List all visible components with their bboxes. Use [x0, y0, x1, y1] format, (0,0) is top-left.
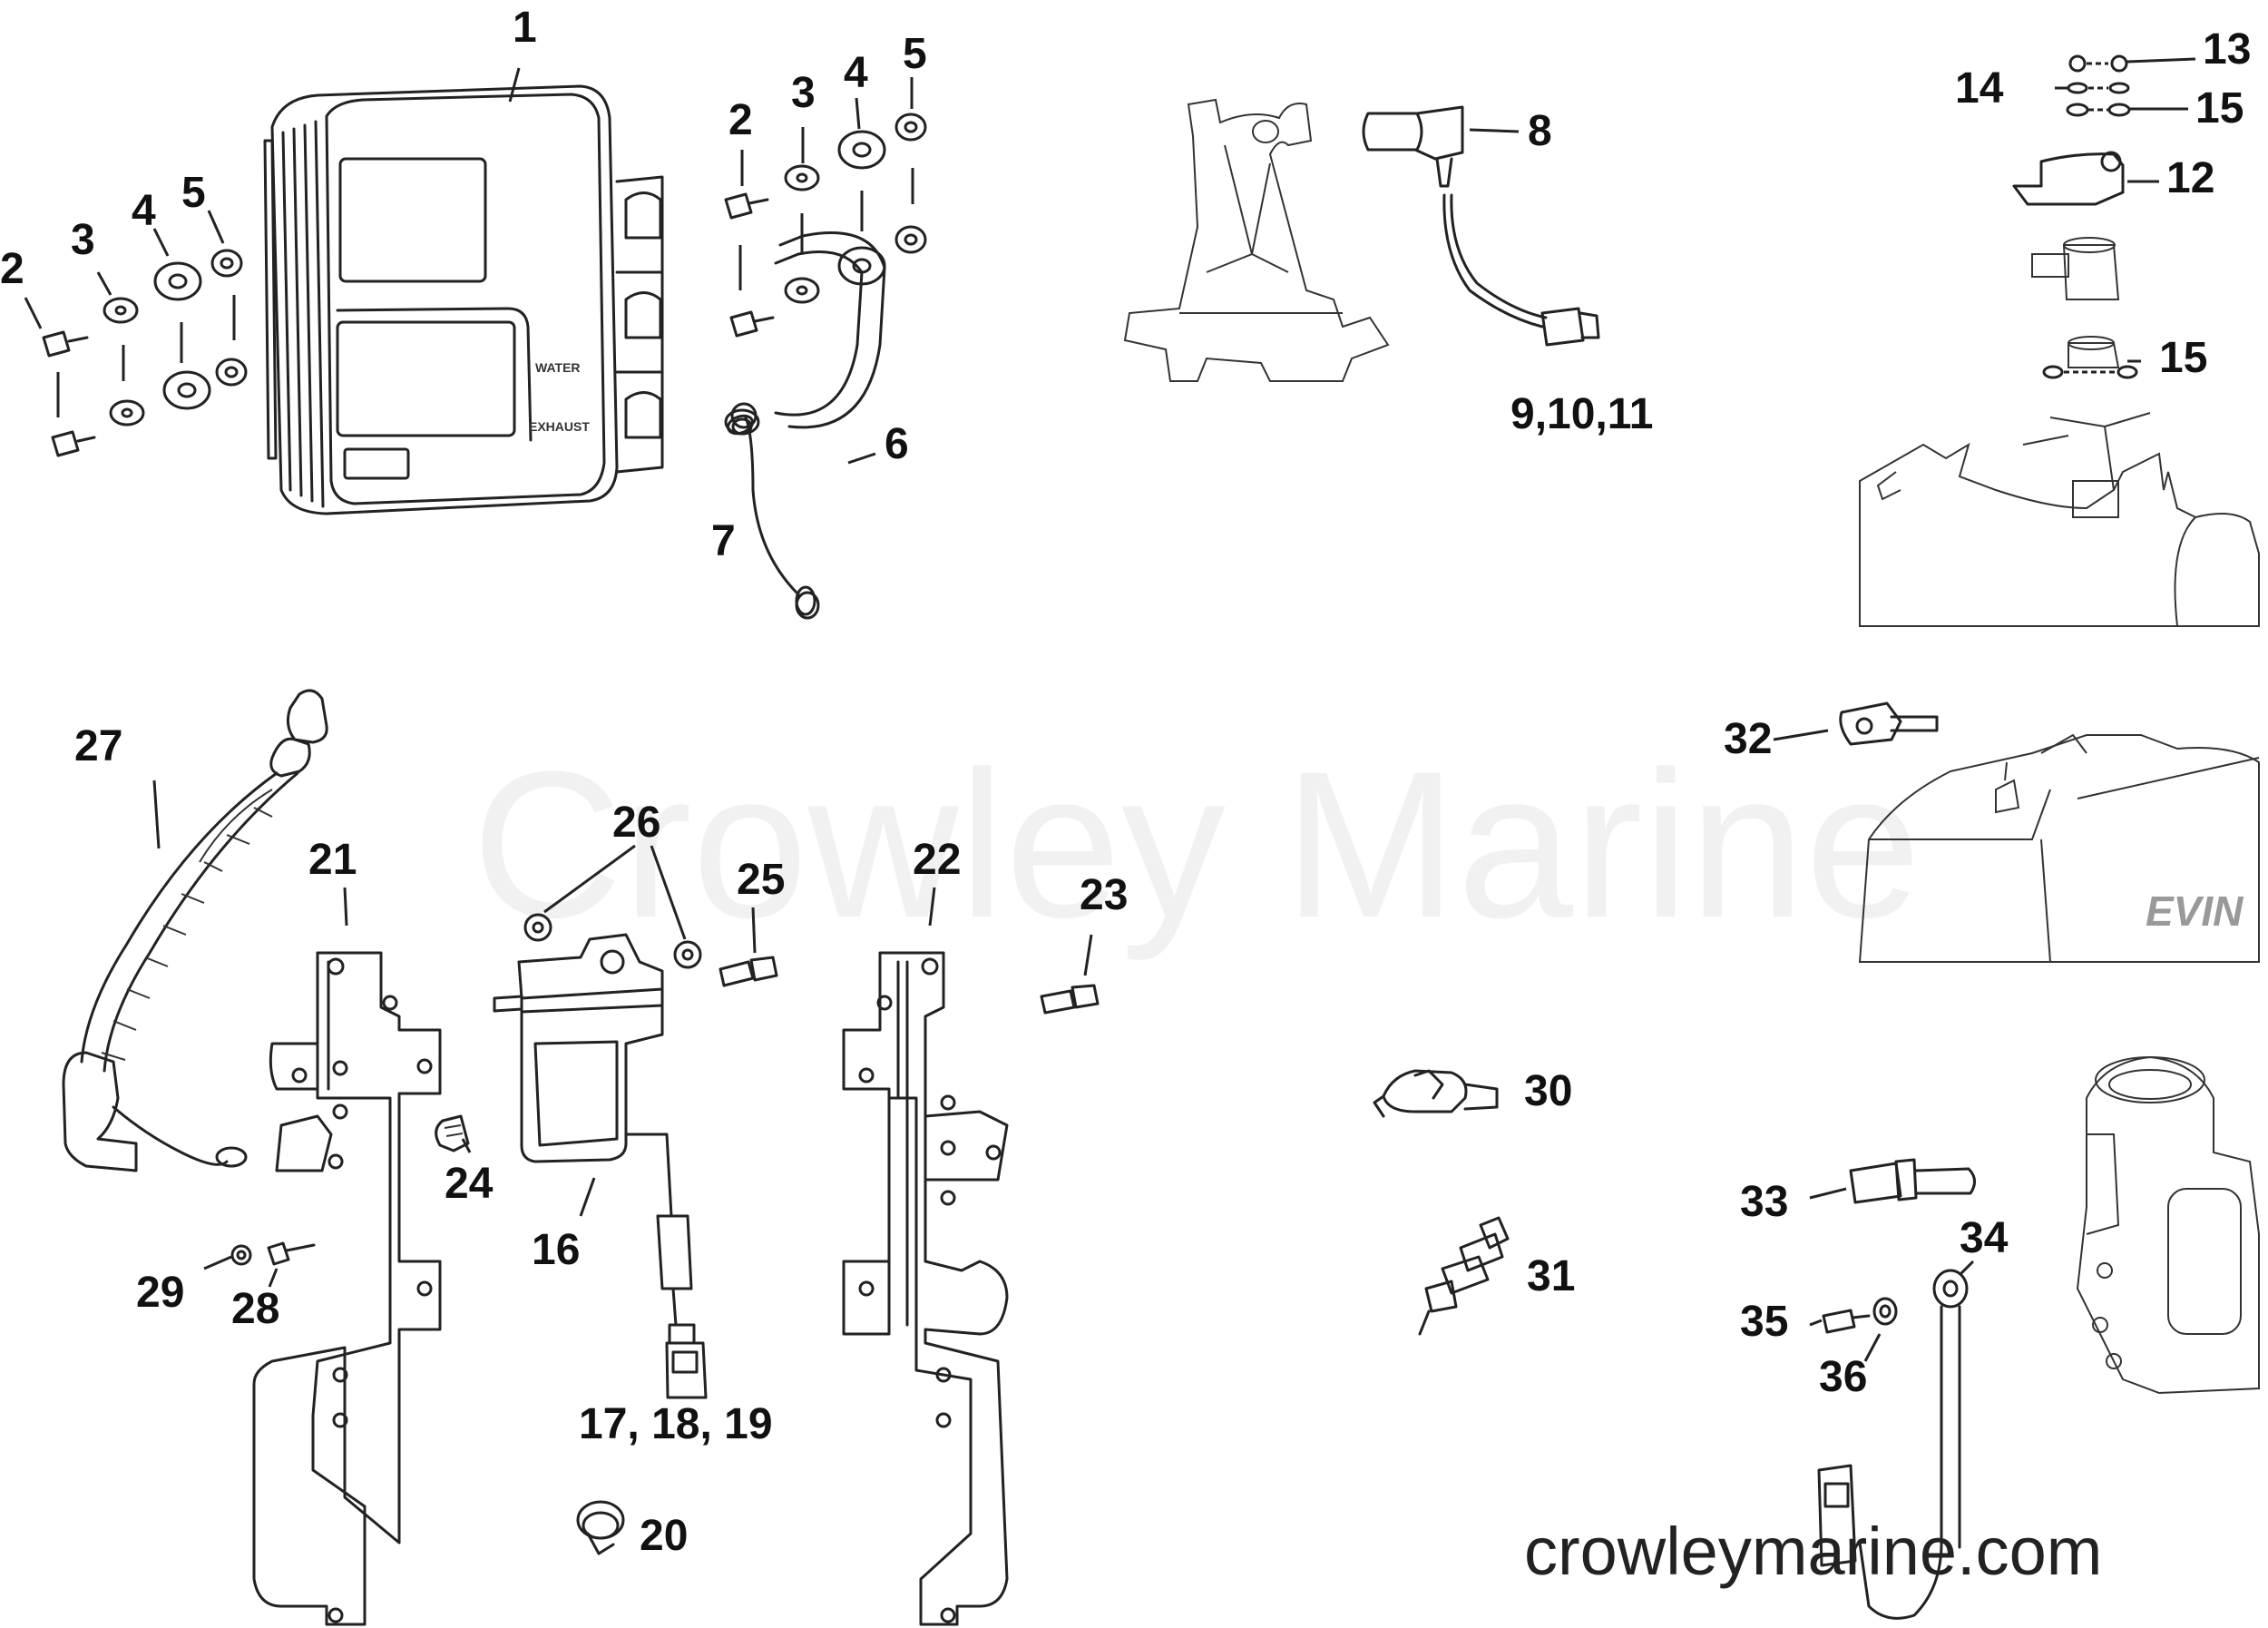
ignition-coil: [493, 933, 708, 1399]
callout-23: 23: [1080, 871, 1128, 919]
callout-4-right: 4: [844, 49, 868, 97]
callout-2-left: 2: [0, 245, 24, 293]
callout-20: 20: [640, 1512, 688, 1560]
callout-29: 29: [136, 1269, 184, 1317]
bracket-bolt-right: [1040, 984, 1100, 1015]
callout-16: 16: [532, 1226, 580, 1274]
coil-washers: [523, 913, 702, 969]
callout-27: 27: [74, 722, 122, 770]
callout-14: 14: [1955, 64, 2004, 113]
callout-32: 32: [1724, 715, 1772, 763]
callout-6: 6: [885, 420, 909, 468]
callout-17-18-19: 17, 18, 19: [579, 1400, 773, 1448]
watermark-text: Crowley Marine: [472, 728, 1921, 961]
callout-24: 24: [445, 1160, 494, 1208]
upper-right-sensor-assembly: [1859, 54, 2260, 627]
bracket-bolt-and-washer: [230, 1241, 316, 1266]
callout-31: 31: [1527, 1252, 1575, 1300]
engine-block-outline: [2076, 1055, 2260, 1395]
callout-15-lower: 15: [2159, 334, 2207, 382]
cowl-sensor-assembly: EVIN: [1839, 701, 2260, 963]
left-mounting-bracket: [252, 951, 442, 1626]
website-url: crowleymarine.com: [1524, 1514, 2102, 1589]
callout-36: 36: [1819, 1353, 1867, 1401]
callout-3-right: 3: [791, 69, 816, 117]
ground-cable: [62, 689, 328, 1172]
callout-12: 12: [2166, 154, 2214, 202]
sensor-harness: [1817, 1269, 1969, 1620]
callout-34: 34: [1960, 1214, 2009, 1262]
spark-plug: [1418, 1216, 1510, 1336]
callout-3-left: 3: [71, 216, 95, 264]
callout-1: 1: [513, 4, 537, 52]
callout-4-left: 4: [132, 187, 156, 235]
temperature-sensor-assembly: [1123, 98, 1600, 382]
left-mounting-hardware: [42, 249, 248, 457]
callout-33: 33: [1740, 1178, 1788, 1226]
cable-clamp: [576, 1500, 625, 1555]
hose-and-clamps: [724, 231, 886, 620]
callout-26: 26: [612, 799, 660, 847]
callout-7: 7: [711, 517, 736, 565]
callout-2-right: 2: [728, 96, 753, 144]
engine-module: WATER EXHAUST: [263, 84, 664, 515]
spark-plug-clip: [1373, 1069, 1499, 1118]
leader-lines: [24, 57, 2196, 1362]
crank-position-sensor: [1849, 1158, 1976, 1204]
callout-15-upper: 15: [2195, 84, 2244, 132]
callout-25: 25: [737, 856, 785, 904]
callout-5-right: 5: [903, 30, 927, 78]
callout-5-left: 5: [181, 169, 206, 217]
callout-8: 8: [1528, 107, 1552, 155]
right-mounting-hardware: [724, 113, 927, 338]
callout-9-10-11: 9,10,11: [1510, 390, 1654, 438]
cowl-brand-text: EVIN: [2146, 888, 2244, 935]
coil-bolt: [719, 956, 778, 987]
callout-13: 13: [2203, 25, 2251, 74]
callout-35: 35: [1740, 1298, 1788, 1346]
module-water-label: WATER: [535, 360, 581, 375]
callout-30: 30: [1524, 1067, 1572, 1115]
module-exhaust-label: EXHAUST: [529, 419, 590, 434]
wire-clip: [435, 1114, 470, 1152]
callout-labels: 1 2 3 4 5 2 3 4 5 6 7 8 9,10,11 12 13 14…: [0, 4, 2251, 1560]
right-mounting-bracket: [842, 951, 1009, 1626]
callout-28: 28: [231, 1285, 279, 1333]
callout-21: 21: [308, 836, 357, 884]
callout-22: 22: [913, 836, 961, 884]
